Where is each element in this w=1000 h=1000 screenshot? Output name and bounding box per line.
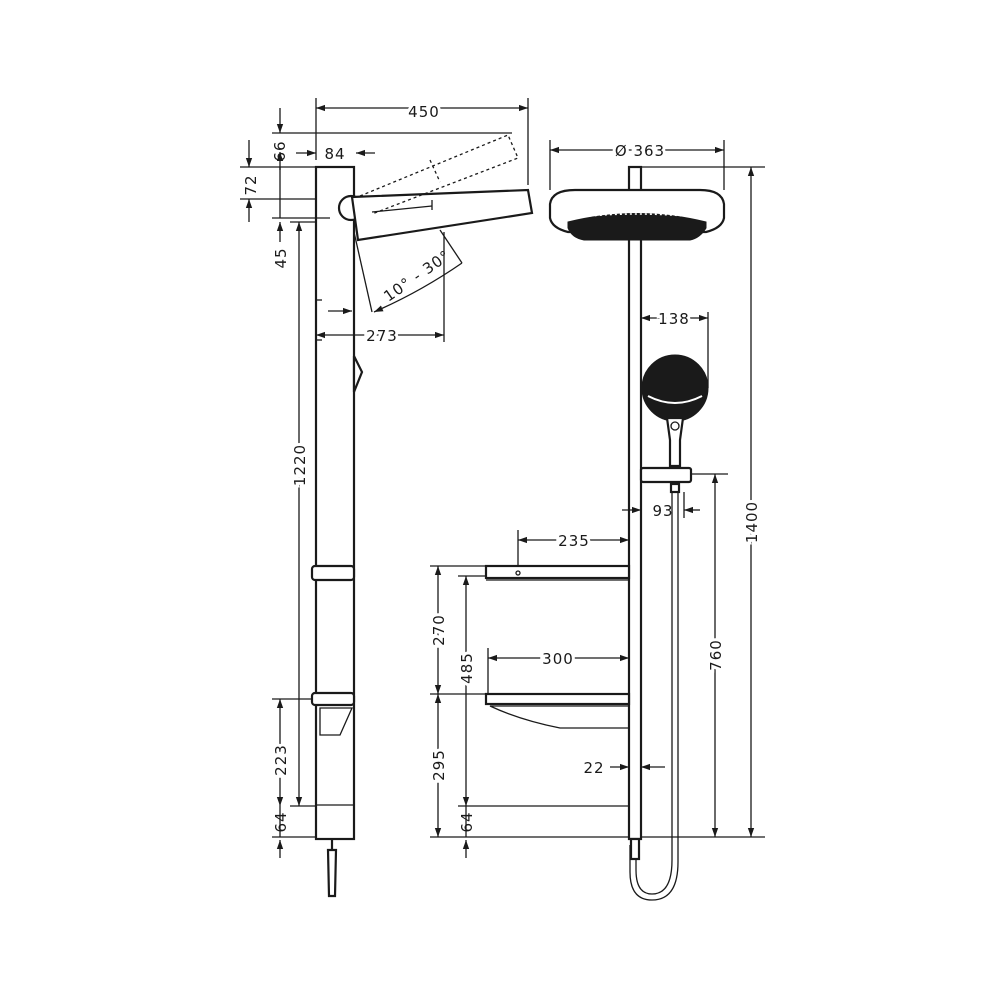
front-outlet: [629, 837, 641, 861]
dim-235: 235: [558, 532, 590, 550]
front-shelf-lower: [484, 692, 631, 706]
front-hose: [635, 482, 673, 895]
dim-300: 300: [542, 650, 574, 668]
dim-22: 22: [583, 759, 604, 777]
dim-270: 270: [430, 614, 448, 646]
front-shower-spray-face: [567, 213, 707, 241]
front-shelf-upper: [484, 564, 631, 580]
side-hose-tail: [326, 839, 338, 898]
dim-223: 223: [272, 744, 290, 776]
dim-64-side: 64: [272, 811, 290, 832]
dim-93: 93: [652, 502, 673, 520]
dim-84: 84: [324, 145, 345, 163]
side-overhead-arm: [350, 188, 534, 242]
front-hand-shower-handle: [665, 416, 685, 468]
front-riser-rail: [627, 165, 643, 841]
side-overhead-arm-tilted: [359, 134, 519, 215]
dim-1400: 1400: [743, 501, 761, 543]
dim-diameter-363: Ø 363: [615, 142, 665, 160]
dim-138: 138: [658, 310, 690, 328]
dim-485: 485: [458, 652, 476, 684]
side-shelf-profile: [319, 707, 354, 736]
front-hand-shower-head: [641, 354, 709, 422]
dim-72: 72: [242, 174, 260, 195]
side-shelf-bracket-lower: [310, 691, 356, 707]
dim-1220: 1220: [291, 444, 309, 486]
side-column: [314, 165, 356, 841]
side-thermostat-knob: [352, 355, 364, 393]
front-hand-shower-holder: [639, 466, 693, 484]
dim-760: 760: [707, 639, 725, 671]
front-view: Ø 363 1400 138 760 93 235 300: [427, 139, 765, 901]
front-hose-connector: [669, 482, 681, 494]
dim-273: 273: [366, 327, 398, 345]
dim-45: 45: [272, 247, 290, 268]
dim-295: 295: [430, 749, 448, 781]
side-view: 450 66 84 72 45 10° - 30° 273: [240, 98, 534, 898]
dim-66: 66: [271, 140, 289, 161]
dim-64-front: 64: [458, 811, 476, 832]
front-shelf-lower-tray: [489, 705, 630, 729]
dim-450: 450: [408, 103, 440, 121]
side-shelf-bracket-upper: [310, 564, 356, 582]
